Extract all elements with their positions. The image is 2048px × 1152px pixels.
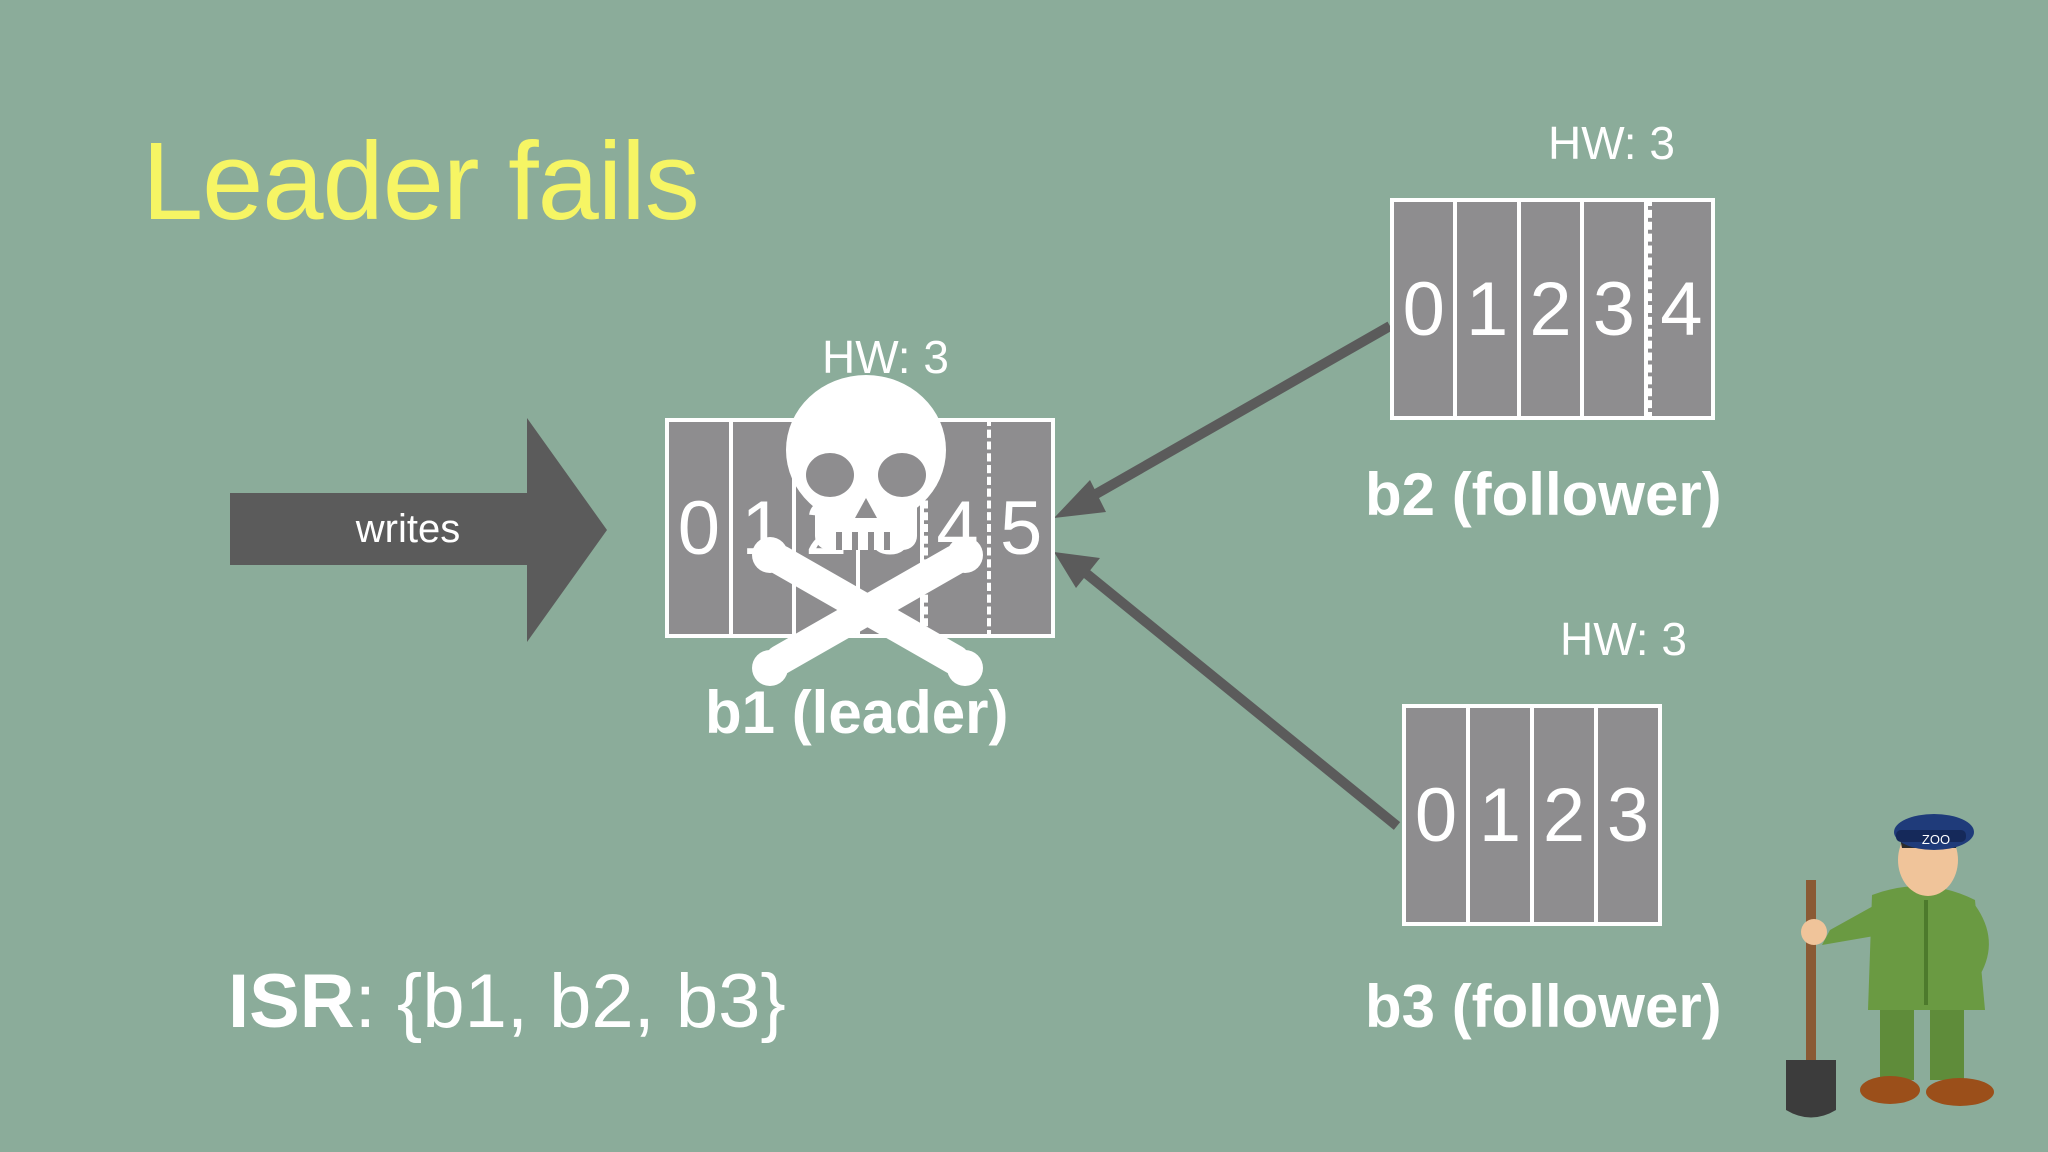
b2-log: 0 1 2 3 4 (1390, 198, 1716, 420)
writes-arrow (230, 418, 607, 642)
isr-members: : {b1, b2, b3} (354, 959, 786, 1044)
b2-offset-3: 3 (1584, 202, 1648, 416)
b2-offset-2: 2 (1521, 202, 1585, 416)
replication-arrow-b3 (1078, 566, 1401, 830)
b3-offset-2: 2 (1534, 708, 1598, 922)
b3-offset-1: 1 (1470, 708, 1534, 922)
b2-label: b2 (follower) (1365, 461, 1722, 528)
b2-hw: HW: 3 (1548, 117, 1675, 169)
b3-label: b3 (follower) (1365, 973, 1722, 1040)
b1-label: b1 (leader) (705, 679, 1009, 746)
isr-set: ISR: {b1, b2, b3} (228, 958, 786, 1045)
b2-offset-1: 1 (1457, 202, 1521, 416)
b3-offset-0: 0 (1406, 708, 1470, 922)
b2-offset-0: 0 (1394, 202, 1458, 416)
replication-arrow-b2 (1079, 321, 1393, 507)
b1-offset-0: 0 (669, 422, 733, 634)
writes-label: writes (355, 507, 460, 551)
b3-offset-3: 3 (1606, 772, 1650, 858)
isr-label: ISR (228, 959, 355, 1044)
b1-offset-5: 5 (987, 418, 1056, 638)
b3-log: 0 1 2 3 (1402, 704, 1662, 926)
mascot-cap-text: ZOO (1922, 832, 1950, 847)
slide-title: Leader fails (142, 120, 700, 243)
b2-offset-4: 4 (1647, 198, 1716, 420)
b1-hw: HW: 3 (822, 331, 949, 383)
b3-hw: HW: 3 (1560, 613, 1687, 665)
